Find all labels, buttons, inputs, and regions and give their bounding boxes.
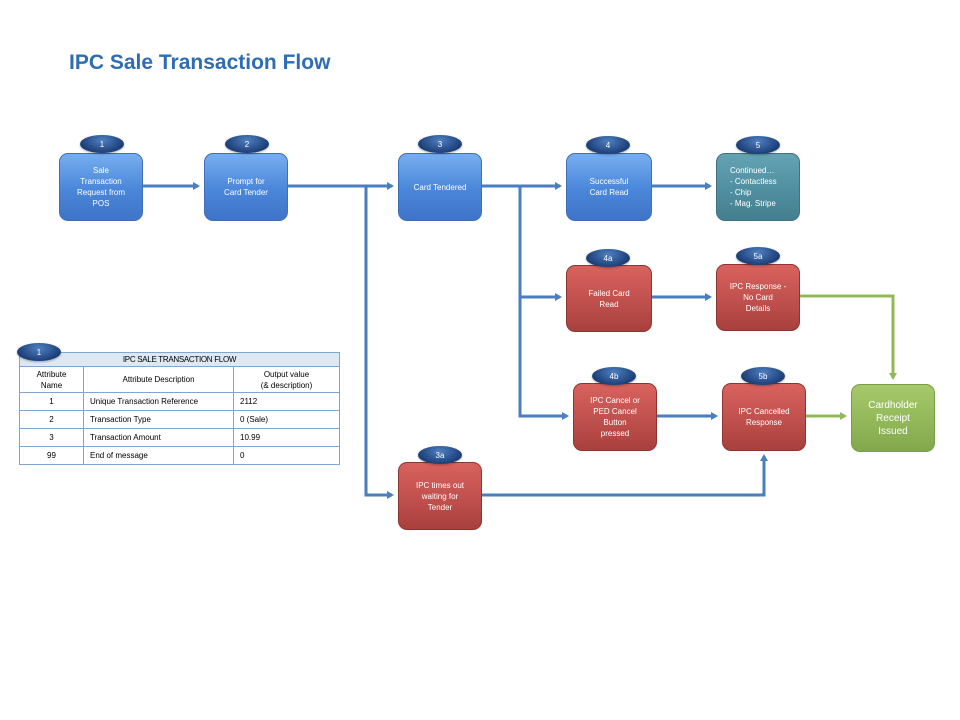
output-value-cell: 0 (Sale)	[233, 410, 340, 429]
table-row: 2 Transaction Type 0 (Sale)	[19, 410, 340, 429]
step-badge: 4a	[586, 249, 630, 267]
node-card-tendered: Card Tendered	[398, 153, 482, 221]
node-label: Continued… - Contactless - Chip - Mag. S…	[730, 166, 777, 208]
node-prompt-card-tender: Prompt for Card Tender	[204, 153, 288, 221]
output-value-cell: 10.99	[233, 428, 340, 447]
step-badge: 2	[225, 135, 269, 153]
attribute-description-cell: Unique Transaction Reference	[83, 392, 234, 411]
table-row: 1 Unique Transaction Reference 2112	[19, 392, 340, 411]
step-badge: 5b	[741, 367, 785, 385]
node-ipc-ped-cancel: IPC Cancel or PED Cancel Button pressed	[573, 383, 657, 451]
node-label: Prompt for Card Tender	[224, 177, 268, 197]
connector-3a-to-5b	[482, 454, 768, 497]
step-badge: 3a	[418, 446, 462, 464]
step-badge: 4	[586, 136, 630, 154]
node-label: Successful Card Read	[589, 177, 629, 197]
node-label: Failed Card Read	[588, 288, 630, 309]
table-row: 99 End of message 0	[19, 446, 340, 465]
attribute-description-cell: Transaction Amount	[83, 428, 234, 447]
node-ipc-response-no-card: IPC Response - No Card Details	[716, 264, 800, 331]
node-label: Cardholder Receipt Issued	[868, 399, 918, 437]
node-label: Sale Transaction Request from POS	[76, 166, 126, 208]
attribute-table: IPC SALE TRANSACTION FLOW Attribute Name…	[19, 352, 340, 465]
attribute-name-cell: 99	[19, 446, 84, 465]
attribute-name-cell: 2	[19, 410, 84, 429]
node-label: IPC Cancelled Response	[738, 407, 790, 427]
connector-3-to-4a	[518, 186, 562, 301]
column-header: Attribute Name	[19, 366, 84, 393]
attribute-description-cell: End of message	[83, 446, 234, 465]
step-badge: 4b	[592, 367, 636, 385]
step-badge: 3	[418, 135, 462, 153]
attribute-name-cell: 3	[19, 428, 84, 447]
table-badge: 1	[17, 343, 61, 361]
step-badge: 5a	[736, 247, 780, 265]
output-value-cell: 2112	[233, 392, 340, 411]
node-label: IPC times out waiting for Tender	[415, 480, 464, 512]
step-badge: 5	[736, 136, 780, 154]
node-label: Card Tendered	[413, 182, 467, 192]
attribute-name-cell: 1	[19, 392, 84, 411]
node-sale-request: Sale Transaction Request from POS	[59, 153, 143, 221]
step-badge: 1	[80, 135, 124, 153]
node-label: IPC Response - No Card Details	[729, 282, 787, 313]
column-header: Attribute Description	[83, 366, 234, 393]
output-value-cell: 0	[233, 446, 340, 465]
attribute-description-cell: Transaction Type	[83, 410, 234, 429]
node-continued: Continued… - Contactless - Chip - Mag. S…	[716, 153, 800, 221]
node-successful-card-read: Successful Card Read	[566, 153, 652, 221]
table-caption: IPC SALE TRANSACTION FLOW	[19, 352, 340, 367]
page-title: IPC Sale Transaction Flow	[69, 51, 331, 74]
node-ipc-timeout: IPC times out waiting for Tender	[398, 462, 482, 530]
connector-2-to-3a	[364, 186, 394, 499]
node-ipc-cancelled-response: IPC Cancelled Response	[722, 383, 806, 451]
node-failed-card-read: Failed Card Read	[566, 265, 652, 332]
connector-5a-to-receipt	[800, 294, 897, 380]
node-cardholder-receipt: Cardholder Receipt Issued	[851, 384, 935, 452]
connector-3-to-4b	[518, 297, 569, 420]
column-header: Output value (& description)	[233, 366, 340, 393]
node-label: IPC Cancel or PED Cancel Button pressed	[590, 396, 640, 438]
table-row: 3 Transaction Amount 10.99	[19, 428, 340, 447]
